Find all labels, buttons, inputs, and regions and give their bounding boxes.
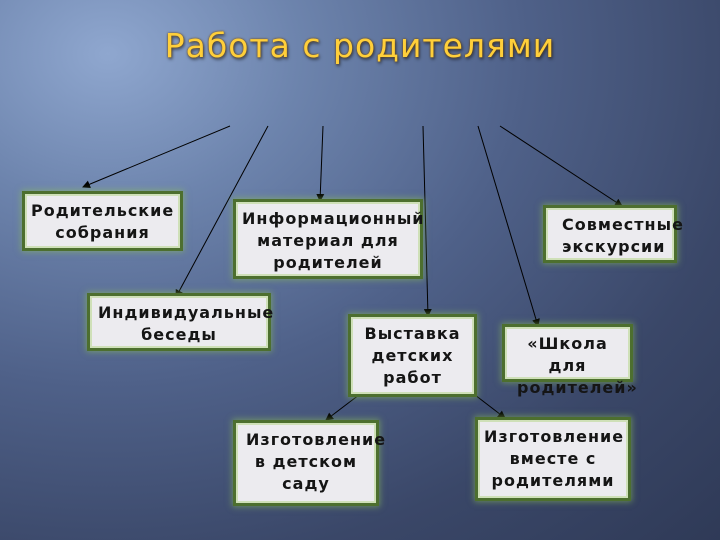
- box-exhibition-label: Выставка детских работ: [364, 324, 461, 387]
- box-joint-excursions-label: Совместные экскурсии: [562, 215, 684, 256]
- box-parents-school: «Школа для родителей»: [505, 327, 637, 397]
- box-info-material-label: Информационный материал для родителей: [242, 209, 425, 272]
- box-parent-meetings: Родительские собрания: [25, 194, 180, 248]
- box-parent-meetings-label: Родительские собрания: [31, 201, 175, 242]
- box-made-in-kindergarten: Изготовление в детском саду: [236, 423, 387, 503]
- arrow-to-meetings: [82, 125, 231, 189]
- box-individual-talks: Индивидуальные беседы: [90, 296, 275, 348]
- arrow-to-exhibition: [422, 125, 432, 317]
- box-joint-excursions: Совместные экскурсии: [546, 208, 684, 260]
- box-exhibition: Выставка детских работ: [351, 317, 474, 394]
- box-made-with-parents-label: Изготовление вместе с родителями: [484, 427, 625, 490]
- box-individual-talks-label: Индивидуальные беседы: [98, 303, 275, 344]
- box-made-in-kindergarten-label: Изготовление в детском саду: [246, 430, 387, 493]
- slide-title: Работа с родителями: [164, 26, 556, 65]
- box-parents-school-label: «Школа для родителей»: [517, 334, 638, 397]
- box-info-material: Информационный материал для родителей: [236, 202, 425, 276]
- box-made-with-parents: Изготовление вместе с родителями: [478, 420, 628, 498]
- arrow-to-talks: [175, 125, 269, 298]
- arrow-to-excursions: [499, 125, 623, 207]
- arrow-to-school: [477, 125, 540, 327]
- arrow-to-info: [316, 125, 325, 202]
